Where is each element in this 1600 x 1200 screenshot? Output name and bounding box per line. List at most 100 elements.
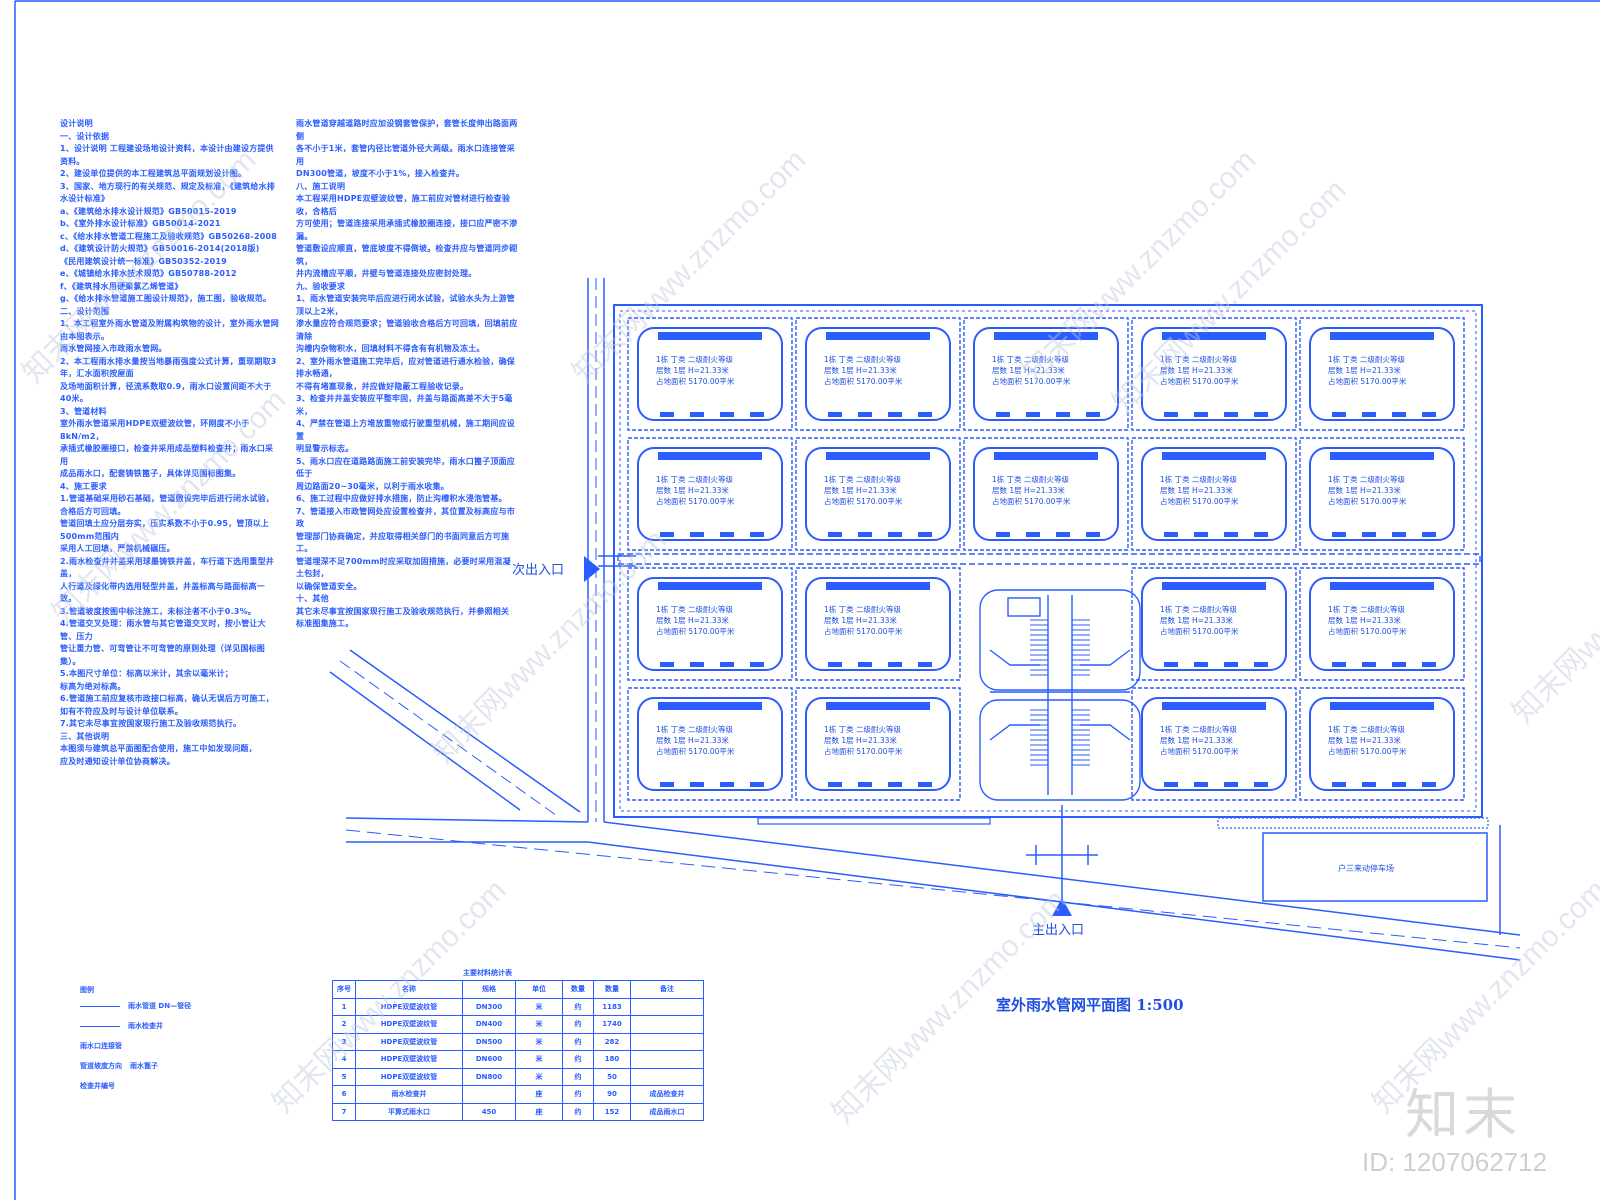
table-cell: 282 <box>593 1032 631 1051</box>
drawing-id: ID: 1207062712 <box>1362 1147 1548 1177</box>
material-table-header-cell: 备注 <box>630 980 704 999</box>
table-cell: DN400 <box>462 1015 516 1034</box>
design-notes-right: 雨水管道穿越道路时应加设钢套管保护，套管长度伸出路面两侧 各不小于1米，套管内径… <box>296 119 518 628</box>
legend-title: 图例 <box>80 986 94 994</box>
legend-item: 雨水管道 DN—管径 <box>128 1002 192 1010</box>
building-label: 层数 1层 H=21.33米 <box>1328 615 1401 625</box>
legend: 图例 雨水管道 DN—管径 雨水检查井 雨水口连接管 管道坡度方向 雨水篦子 检… <box>80 985 290 1101</box>
building-label: 1栋 丁类 二级耐火等级 <box>1160 354 1238 364</box>
building-label: 占地面积 5170.00平米 <box>824 376 903 386</box>
building-label: 占地面积 5170.00平米 <box>1160 496 1239 506</box>
table-cell: 米 <box>515 1050 563 1069</box>
material-table-header-cell: 数量 <box>562 980 594 999</box>
building-label: 占地面积 5170.00平米 <box>1160 626 1239 636</box>
table-cell <box>630 1032 704 1051</box>
table-cell: 1 <box>332 997 356 1016</box>
building-label: 1栋 丁类 二级耐火等级 <box>824 724 902 734</box>
table-cell: 90 <box>593 1085 631 1104</box>
building-label: 1栋 丁类 二级耐火等级 <box>824 474 902 484</box>
legend-line-swatch <box>80 1005 120 1007</box>
building-label: 占地面积 5170.00平米 <box>1328 746 1407 756</box>
drawing-title: 室外雨水管网平面图 1:500 <box>996 996 1184 1014</box>
building-label: 1栋 丁类 二级耐火等级 <box>1328 354 1406 364</box>
table-cell: 约 <box>562 1085 594 1104</box>
building-label: 层数 1层 H=21.33米 <box>1328 365 1401 375</box>
building-label: 层数 1层 H=21.33米 <box>992 485 1065 495</box>
material-table-header: 序号名称规格单位数量数量备注 <box>332 980 704 999</box>
table-cell: DN500 <box>462 1032 516 1051</box>
building-label: 占地面积 5170.00平米 <box>656 626 735 636</box>
building-label: 层数 1层 H=21.33米 <box>1328 485 1401 495</box>
table-cell <box>462 1085 516 1104</box>
table-cell: 2 <box>332 1015 356 1034</box>
building-label: 占地面积 5170.00平米 <box>1160 746 1239 756</box>
legend-row: 管道坡度方向 雨水篦子 <box>80 1061 290 1071</box>
legend-row: 雨水检查井 <box>80 1021 290 1031</box>
building-label: 1栋 丁类 二级耐火等级 <box>656 354 734 364</box>
table-cell: 雨水检查井 <box>355 1085 463 1104</box>
table-cell: 约 <box>562 1015 594 1034</box>
building-label: 层数 1层 H=21.33米 <box>1328 735 1401 745</box>
building-label: 1栋 丁类 二级耐火等级 <box>1328 474 1406 484</box>
building-label: 占地面积 5170.00平米 <box>656 496 735 506</box>
table-cell <box>630 997 704 1016</box>
building-label: 1栋 丁类 二级耐火等级 <box>1160 724 1238 734</box>
building-label: 占地面积 5170.00平米 <box>1160 376 1239 386</box>
legend-row: 检查井编号 <box>80 1081 290 1091</box>
table-cell: 3 <box>332 1032 356 1051</box>
table-cell: HDPE双壁波纹管 <box>355 1015 463 1034</box>
building-label: 1栋 丁类 二级耐火等级 <box>992 474 1070 484</box>
building-label: 占地面积 5170.00平米 <box>1328 376 1407 386</box>
building-label: 占地面积 5170.00平米 <box>992 496 1071 506</box>
building-label: 占地面积 5170.00平米 <box>656 746 735 756</box>
building-label: 1栋 丁类 二级耐火等级 <box>992 354 1070 364</box>
table-cell: 180 <box>593 1050 631 1069</box>
table-cell: 约 <box>562 1032 594 1051</box>
table-cell: 约 <box>562 997 594 1016</box>
table-cell: HDPE双壁波纹管 <box>355 1032 463 1051</box>
table-cell: 平箅式雨水口 <box>355 1102 463 1121</box>
material-table-header-cell: 单位 <box>515 980 563 999</box>
table-cell: DN600 <box>462 1050 516 1069</box>
table-cell: 米 <box>515 997 563 1016</box>
building-label: 层数 1层 H=21.33米 <box>992 365 1065 375</box>
legend-item: 雨水篦子 <box>130 1062 158 1070</box>
legend-item: 雨水口连接管 <box>80 1042 122 1050</box>
table-cell: 450 <box>462 1102 516 1121</box>
material-table-caption: 主要材料统计表 <box>463 969 512 977</box>
table-cell: 7 <box>332 1102 356 1121</box>
building-label: 占地面积 5170.00平米 <box>824 626 903 636</box>
table-cell: HDPE双壁波纹管 <box>355 1050 463 1069</box>
material-table-header-cell: 名称 <box>355 980 463 999</box>
building-label: 1栋 丁类 二级耐火等级 <box>656 604 734 614</box>
table-cell: 米 <box>515 1015 563 1034</box>
parking-label: 户三来动停车场 <box>1338 863 1394 873</box>
table-cell: 成品雨水口 <box>630 1102 704 1121</box>
table-cell: DN300 <box>462 997 516 1016</box>
internal-road <box>617 553 1481 565</box>
table-cell: 约 <box>562 1067 594 1086</box>
table-cell: 50 <box>593 1067 631 1086</box>
legend-item: 检查井编号 <box>80 1082 115 1090</box>
table-cell: DN800 <box>462 1067 516 1086</box>
building-label: 1栋 丁类 二级耐火等级 <box>656 474 734 484</box>
building-label: 层数 1层 H=21.33米 <box>1160 365 1233 375</box>
material-table-header-cell: 序号 <box>332 980 356 999</box>
table-cell: 6 <box>332 1085 356 1104</box>
table-cell: 4 <box>332 1050 356 1069</box>
building-label: 1栋 丁类 二级耐火等级 <box>824 604 902 614</box>
main-entrance-label: 主出入口 <box>1032 923 1084 938</box>
building-label: 层数 1层 H=21.33米 <box>1160 485 1233 495</box>
